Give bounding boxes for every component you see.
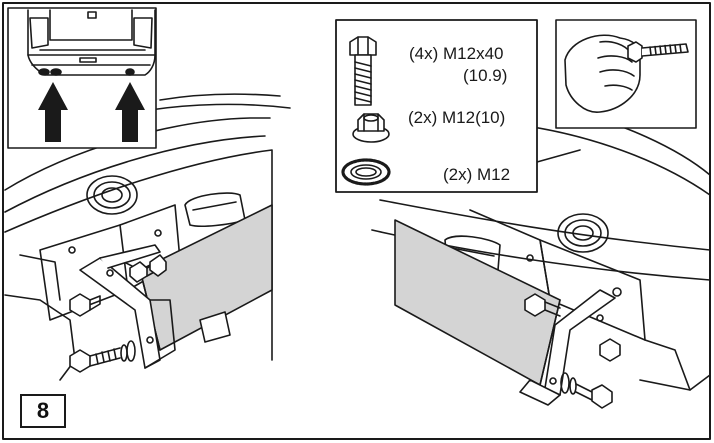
right-bolt-upper: [524, 293, 561, 317]
bolt-spec-label: (4x) M12x40: [409, 44, 504, 63]
bolt-icon: [349, 36, 377, 106]
left-nut-lower: [69, 293, 101, 317]
car-rear-inset: [7, 7, 157, 149]
bolt-grade-label: (10.9): [463, 66, 508, 85]
lock-washer-icon: [341, 158, 391, 186]
hand-tighten-icon: [555, 19, 697, 129]
left-bolt-lower-exploded: [69, 340, 136, 373]
up-arrow-icon: [38, 82, 145, 142]
right-nut-lower: [599, 338, 621, 362]
callout-line: [536, 149, 581, 163]
nut-spec-label: (2x) M12(10): [408, 108, 506, 127]
flange-nut-icon: [352, 113, 390, 143]
washer-spec-label: (2x) M12: [443, 165, 511, 184]
left-bolt-upper: [129, 254, 167, 283]
left-towbar-tube: [79, 204, 273, 369]
right-towbar-tube: [394, 219, 616, 406]
right-bolt-lower-exploded: [560, 372, 613, 409]
step-number-badge: 8: [20, 394, 66, 428]
